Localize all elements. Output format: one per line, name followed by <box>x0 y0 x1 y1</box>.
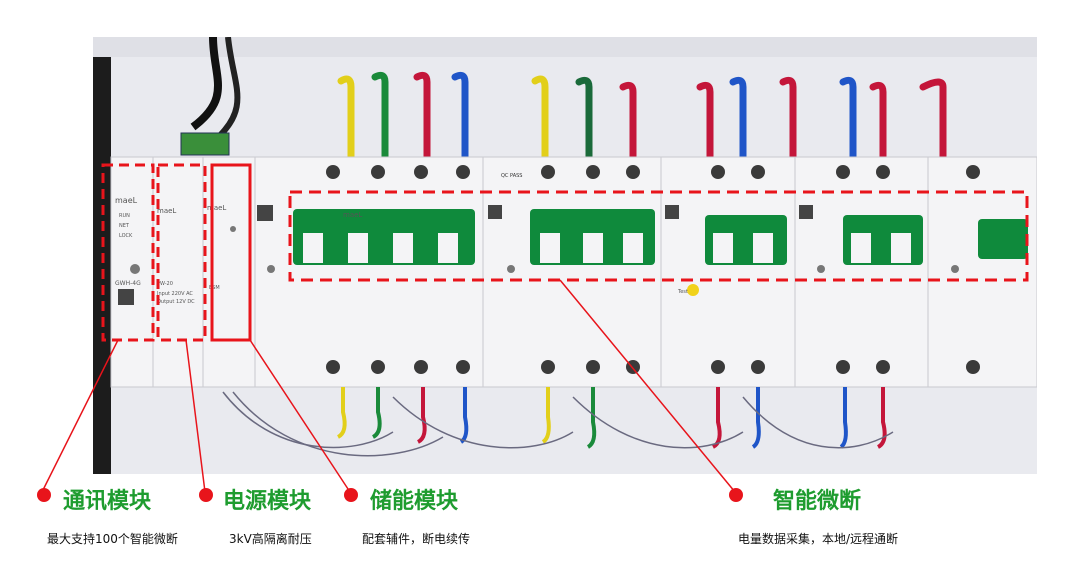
esm-callout-dot <box>344 488 358 502</box>
psu-module-desc: 3kV高隔离耐压 <box>229 532 312 546</box>
led-run-label: RUN <box>119 213 130 219</box>
esm-brand-label: maeL <box>207 204 226 212</box>
breaker-callout-dot <box>729 488 743 502</box>
psu-module-title: 电源模块 <box>223 489 312 514</box>
smart-breaker-desc: 电量数据采集，本地/远程通断 <box>738 532 899 546</box>
comm-model-label: GWH-4G <box>115 280 141 287</box>
led-lock-label: LOCK <box>119 233 133 239</box>
esm-module-desc: 配套辅件，断电续传 <box>362 532 471 546</box>
led-net-label: NET <box>119 223 130 229</box>
esm-module-title: 储能模块 <box>370 489 459 514</box>
comm-module-desc: 最大支持100个智能微断 <box>47 532 178 546</box>
breaker-brand-label: maeL <box>343 211 362 219</box>
test-label: Test <box>677 289 688 295</box>
smart-breaker-title: 智能微断 <box>773 489 862 514</box>
comm-brand-label: maeL <box>115 196 138 205</box>
psu-input-label: Input 220V AC <box>157 291 193 297</box>
psu-output-label: Output 12V DC <box>157 299 195 305</box>
psu-model-label: PW-20 <box>157 281 173 287</box>
product-photo: maeL RUN NET LOCK GWH-4G maeL PW-20 Inpu… <box>93 37 1037 474</box>
comm-callout-dot <box>37 488 51 502</box>
qc-pass-badge: QC PASS <box>501 173 522 179</box>
comm-module-title: 通讯模块 <box>63 489 152 514</box>
esm-model-label: ESM <box>209 285 220 291</box>
psu-callout-dot <box>199 488 213 502</box>
psu-brand-label: maeL <box>157 207 176 215</box>
